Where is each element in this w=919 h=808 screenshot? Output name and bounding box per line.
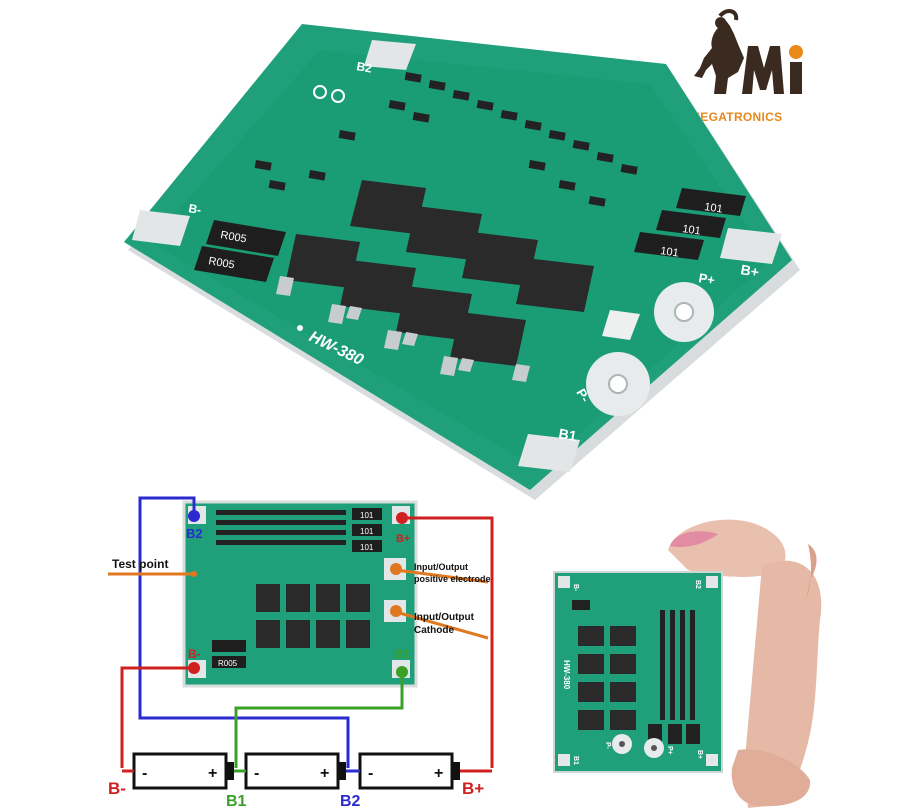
cathode-line xyxy=(395,610,489,640)
bottom-label-b-minus: B- xyxy=(108,779,126,798)
mosfet-array xyxy=(276,180,594,382)
svg-text:101: 101 xyxy=(360,543,374,552)
index-finger xyxy=(731,749,811,807)
svg-text:B-: B- xyxy=(572,584,579,592)
wire-b2 xyxy=(138,496,350,768)
pad-label-b1: B1 xyxy=(557,425,578,444)
dot-cathode xyxy=(390,605,402,617)
shunt-label: R005 xyxy=(207,255,235,271)
wire-b1 xyxy=(234,672,404,768)
diagram-resistors: 101 101 101 R005 xyxy=(212,508,382,668)
svg-text:B2: B2 xyxy=(694,580,701,589)
pad-label-b-plus: B+ xyxy=(739,261,760,280)
dot-positive xyxy=(390,563,402,575)
battery-2: - + xyxy=(244,752,346,790)
svg-text:+: + xyxy=(320,765,329,782)
annotation-positive-1: Input/Output xyxy=(414,562,468,572)
bottom-label-b1: B1 xyxy=(226,793,247,808)
svg-text:+: + xyxy=(434,765,443,782)
wiring-diagram: 101 101 101 R005 xyxy=(108,496,494,808)
wire-b-minus xyxy=(120,666,194,768)
goat-logo-icon xyxy=(694,9,803,94)
resistor-group: 101 101 101 R005 R005 xyxy=(194,188,746,282)
svg-text:R005: R005 xyxy=(218,659,238,668)
dot-b1 xyxy=(396,666,408,678)
pcb-top-photo: 101 101 101 R005 R005 B2 B- B+ B1 P+ xyxy=(124,24,800,500)
svg-text:B+: B+ xyxy=(696,750,703,759)
pad-b-minus xyxy=(132,210,190,246)
brand-logo: MEGATRONICS xyxy=(686,6,816,126)
dot-b-plus xyxy=(396,512,408,524)
wire-b-plus xyxy=(402,516,494,768)
battery-3: - + xyxy=(358,752,460,790)
pad-label-p-minus: P- xyxy=(573,386,592,405)
svg-text:HW-380: HW-380 xyxy=(562,660,571,690)
svg-text:P-: P- xyxy=(604,742,611,750)
diagram-label-b2: B2 xyxy=(186,526,203,541)
diagram-mosfets xyxy=(256,584,370,648)
svg-text:+: + xyxy=(208,765,217,782)
svg-text:P+: P+ xyxy=(666,746,673,755)
svg-text:-: - xyxy=(254,765,259,782)
bottom-label-b2: B2 xyxy=(340,793,361,808)
svg-text:-: - xyxy=(142,765,147,782)
pad-label-p-plus: P+ xyxy=(697,270,716,288)
resistor-label: 101 xyxy=(660,245,680,259)
pad-b1 xyxy=(518,434,580,472)
hand-back xyxy=(744,560,822,808)
hand-photo: B- B2 HW-380 B1 P- P+ B+ xyxy=(553,519,822,808)
svg-text:101: 101 xyxy=(360,527,374,536)
pad-label-b2: B2 xyxy=(355,59,373,76)
brand-name: MEGATRONICS xyxy=(690,110,783,124)
svg-text:B1: B1 xyxy=(572,756,579,765)
annotation-cathode-2: Cathode xyxy=(414,625,454,636)
annotation-test-point: Test point xyxy=(112,557,168,571)
diagram-label-b-minus: B- xyxy=(188,647,201,661)
svg-text:-: - xyxy=(368,765,373,782)
shunt-label: R005 xyxy=(219,229,247,245)
positive-line xyxy=(395,568,489,584)
pad-b2 xyxy=(364,40,416,70)
svg-text:101: 101 xyxy=(360,511,374,520)
annotation-positive-2: positive electrode xyxy=(414,574,491,584)
diagram-label-b1: B1 xyxy=(394,647,410,661)
dot-b2 xyxy=(188,510,200,522)
annotation-cathode-1: Input/Output xyxy=(414,612,475,623)
resistor-label: 101 xyxy=(682,223,702,237)
dot-b-minus xyxy=(188,662,200,674)
diagram-label-b-plus: B+ xyxy=(396,533,410,545)
battery-1: - + xyxy=(132,752,234,790)
pad-label-b-minus: B- xyxy=(187,201,202,217)
resistor-label: 101 xyxy=(704,201,724,215)
pad-b-plus xyxy=(720,228,782,264)
bottom-label-b-plus: B+ xyxy=(462,779,484,798)
